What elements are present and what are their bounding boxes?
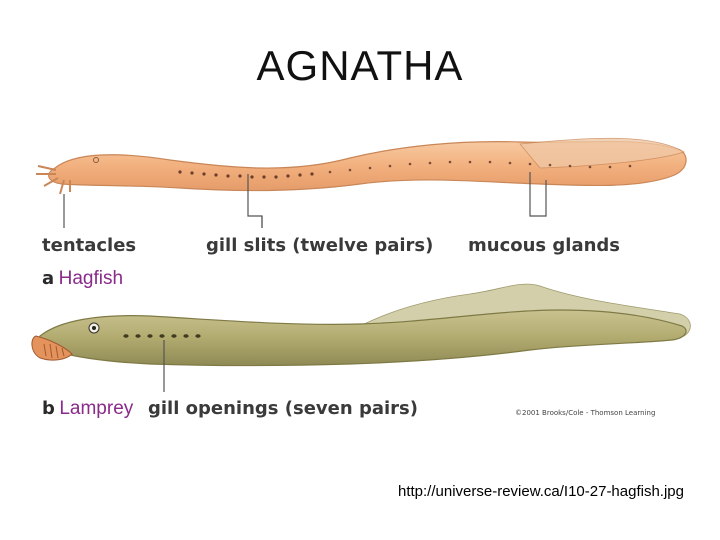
lamprey-drawing bbox=[31, 283, 691, 392]
lamprey-gill-openings bbox=[123, 334, 201, 338]
lamprey-oral-disc bbox=[31, 335, 73, 361]
lamprey-teeth bbox=[43, 343, 65, 359]
hagfish-letter: a bbox=[42, 268, 55, 289]
label-tentacles: tentacles bbox=[42, 235, 137, 256]
hagfish-caption: a Hagfish bbox=[42, 268, 123, 290]
source-url: http://universe-review.ca/I10-27-hagfish… bbox=[398, 483, 684, 500]
lamprey-caption: b Lamprey bbox=[42, 398, 133, 420]
agnatha-illustration bbox=[31, 137, 691, 392]
lamprey-name: Lamprey bbox=[59, 398, 134, 419]
hagfish-fin-fold bbox=[519, 137, 685, 169]
label-gill-openings: gill openings (seven pairs) bbox=[148, 398, 418, 419]
hagfish-leader-lines bbox=[63, 172, 547, 228]
hagfish-tentacles bbox=[36, 165, 71, 195]
slide-title: AGNATHA bbox=[256, 42, 464, 89]
figure-credit: ©2001 Brooks/Cole - Thomson Learning bbox=[515, 409, 656, 417]
hagfish-body bbox=[48, 140, 687, 192]
lamprey-body bbox=[38, 309, 687, 367]
label-mucous-glands: mucous glands bbox=[468, 235, 621, 256]
hagfish-drawing bbox=[36, 137, 687, 228]
hagfish-eye bbox=[93, 157, 99, 163]
hagfish-gill-slits bbox=[178, 170, 314, 179]
hagfish-name: Hagfish bbox=[58, 268, 124, 289]
lamprey-letter: b bbox=[42, 398, 55, 419]
hagfish-mucous-glands bbox=[328, 160, 632, 174]
label-gill-slits: gill slits (twelve pairs) bbox=[206, 235, 434, 256]
